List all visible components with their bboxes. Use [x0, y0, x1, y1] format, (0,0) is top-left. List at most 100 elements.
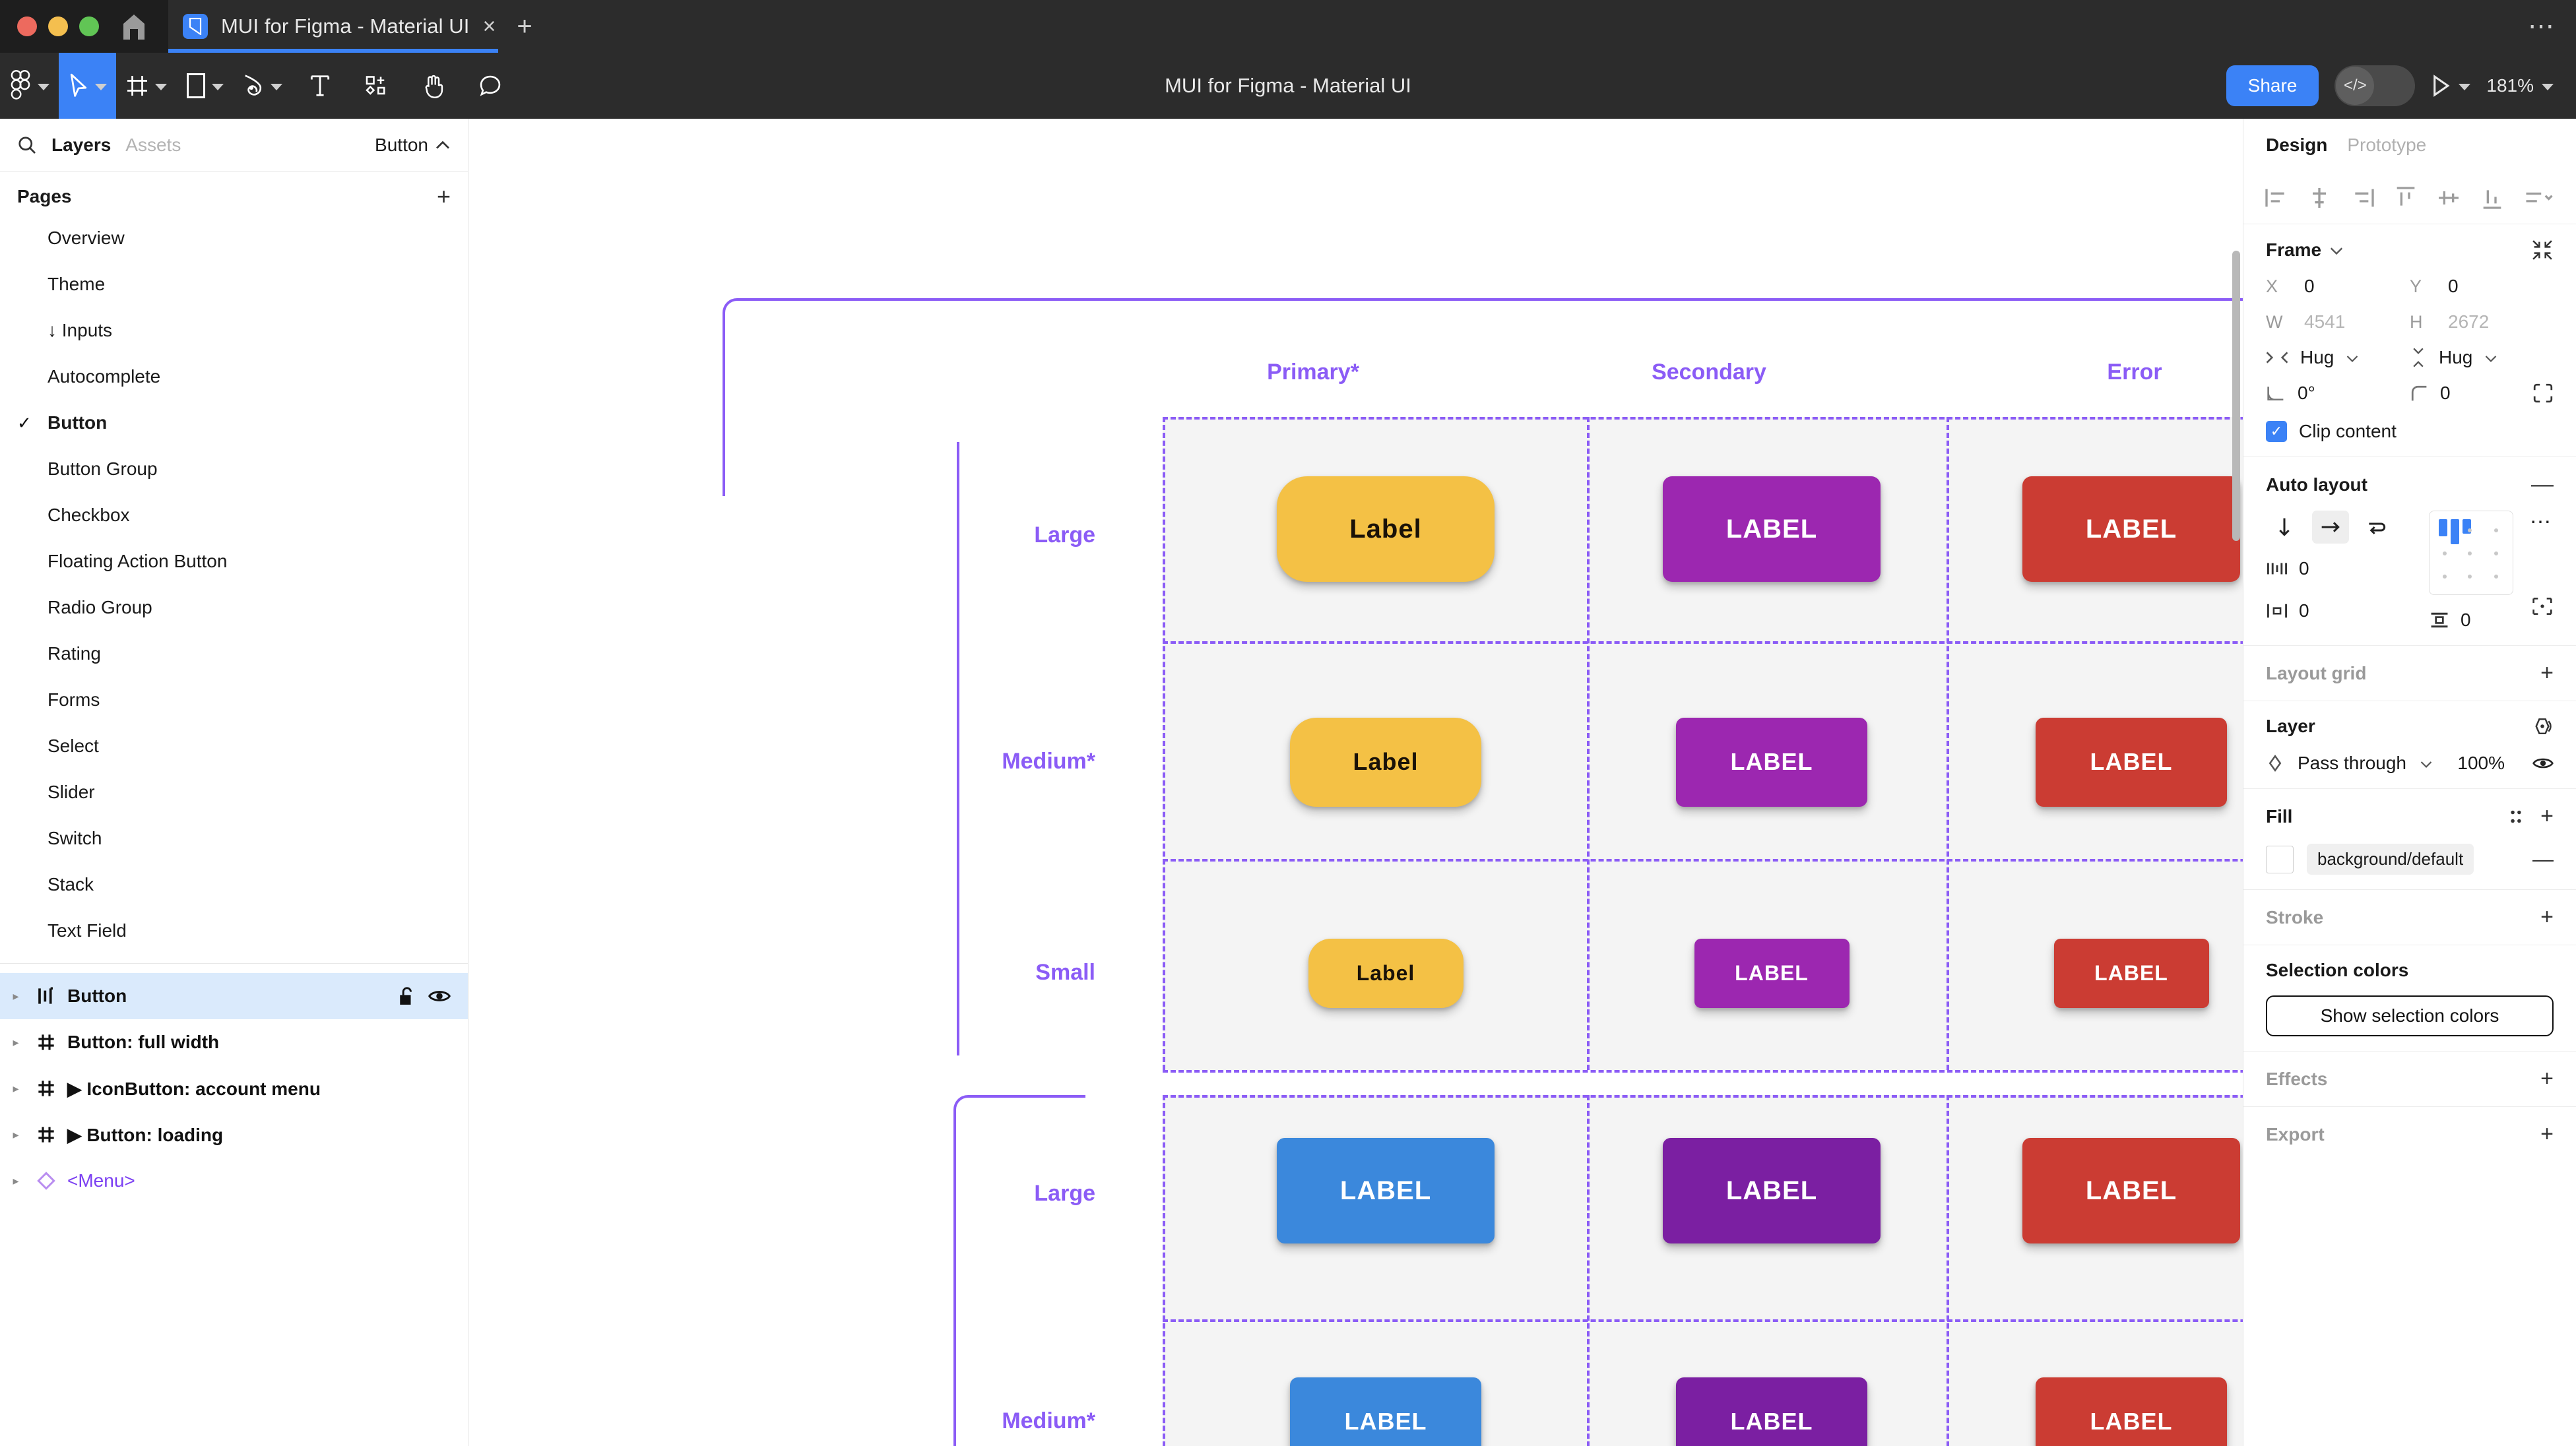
gap-value[interactable]: 0 — [2299, 558, 2309, 579]
layout-direction-vertical-button[interactable] — [2266, 511, 2303, 544]
button-medium-primary--1[interactable]: Label — [1290, 717, 1481, 807]
tab-layers[interactable]: Layers — [51, 134, 112, 155]
chevron-down-icon[interactable] — [95, 84, 107, 90]
expand-chevron-icon[interactable]: ▸ — [13, 1127, 19, 1141]
button-small-primary--2[interactable]: Label — [1308, 938, 1464, 1008]
comment-tool-button[interactable] — [462, 53, 519, 119]
align-horizontal-center-icon[interactable] — [2306, 185, 2333, 211]
chevron-down-icon[interactable] — [211, 84, 224, 90]
add-page-button[interactable]: + — [436, 182, 451, 210]
rotation-field[interactable]: 0° — [2266, 383, 2410, 404]
horizontal-padding-value[interactable]: 0 — [2299, 600, 2309, 621]
tab-assets[interactable]: Assets — [125, 134, 181, 155]
figma-canvas[interactable]: Contained Primary* Secondary Error Warni… — [468, 119, 2243, 1446]
layer-styles-icon[interactable] — [2531, 716, 2554, 736]
independent-corners-icon[interactable] — [2532, 383, 2554, 404]
layout-direction-horizontal-button[interactable] — [2312, 511, 2349, 544]
clip-content-checkbox[interactable]: ✓ — [2266, 421, 2287, 442]
align-top-icon[interactable] — [2393, 185, 2419, 211]
expand-chevron-icon[interactable]: ▸ — [13, 1035, 19, 1049]
add-layout-grid-button[interactable]: + — [2540, 660, 2554, 685]
resources-tool-button[interactable] — [348, 53, 405, 119]
canvas-scrollbar[interactable] — [2232, 251, 2240, 541]
move-tool-button[interactable] — [59, 53, 116, 119]
text-tool-button[interactable] — [292, 53, 348, 119]
close-window-button[interactable] — [17, 16, 37, 36]
page-item-button-group[interactable]: Button Group — [0, 446, 468, 492]
layer-item-button-loading[interactable]: ▸▶ Button: loading — [0, 1112, 468, 1158]
page-item-select[interactable]: Select — [0, 723, 468, 769]
page-selector[interactable]: Button — [375, 135, 451, 156]
page-item-text-field[interactable]: Text Field — [0, 908, 468, 954]
align-left-icon[interactable] — [2263, 185, 2290, 211]
add-export-button[interactable]: + — [2540, 1121, 2554, 1147]
button-medium-error-1[interactable]: LABEL — [2036, 717, 2227, 807]
button-small-secondary-2[interactable]: LABEL — [1694, 938, 1850, 1008]
add-effect-button[interactable]: + — [2540, 1066, 2554, 1091]
fill-token-name[interactable]: background/default — [2307, 844, 2474, 875]
align-vertical-center-icon[interactable] — [2435, 185, 2462, 211]
chevron-down-icon[interactable] — [2329, 245, 2344, 255]
frame-tool-button[interactable] — [116, 53, 176, 119]
vertical-padding-value[interactable]: 0 — [2461, 610, 2471, 630]
page-item-forms[interactable]: Forms — [0, 677, 468, 723]
blend-mode-row[interactable]: Pass through 100% — [2266, 753, 2554, 774]
expand-chevron-icon[interactable]: ▸ — [13, 1081, 19, 1095]
button-medium-secondary-4[interactable]: LABEL — [1676, 1377, 1867, 1446]
chevron-down-icon[interactable] — [2542, 84, 2554, 90]
page-item-radio-group[interactable]: Radio Group — [0, 584, 468, 631]
fill-row[interactable]: background/default — — [2266, 844, 2554, 875]
close-icon[interactable]: × — [482, 14, 496, 39]
layer-item-button-full-width[interactable]: ▸Button: full width — [0, 1019, 468, 1065]
page-item-switch[interactable]: Switch — [0, 815, 468, 862]
button-large-secondary-0[interactable]: LABEL — [1663, 476, 1881, 582]
page-item-theme[interactable]: Theme — [0, 261, 468, 307]
page-item-rating[interactable]: Rating — [0, 631, 468, 677]
page-item-stack[interactable]: Stack — [0, 862, 468, 908]
button-large-primary--3[interactable]: LABEL — [1277, 1138, 1495, 1243]
h-field[interactable]: H 2672 — [2410, 311, 2554, 332]
remove-auto-layout-button[interactable]: — — [2531, 472, 2554, 497]
chevron-down-icon[interactable] — [271, 84, 282, 90]
advanced-layout-icon[interactable] — [2531, 596, 2554, 616]
clip-content-row[interactable]: ✓ Clip content — [2266, 421, 2554, 442]
button-large-error-3[interactable]: LABEL — [2022, 1138, 2240, 1243]
pen-tool-button[interactable] — [233, 53, 292, 119]
eye-icon[interactable] — [428, 988, 451, 1005]
fill-color-swatch[interactable] — [2266, 845, 2294, 873]
distribute-icon[interactable] — [2522, 185, 2556, 211]
page-item-inputs[interactable]: ↓ Inputs — [0, 307, 468, 354]
collapse-arrows-icon[interactable] — [2531, 239, 2554, 261]
maximize-window-button[interactable] — [79, 16, 99, 36]
minimize-window-button[interactable] — [48, 16, 68, 36]
eye-icon[interactable] — [2532, 755, 2554, 771]
chevron-down-icon[interactable] — [2484, 354, 2497, 362]
expand-chevron-icon[interactable]: ▸ — [13, 1174, 19, 1187]
new-tab-button[interactable]: + — [517, 11, 532, 41]
page-item-button[interactable]: ✓Button — [0, 400, 468, 446]
button-medium-error-4[interactable]: LABEL — [2036, 1377, 2227, 1446]
page-item-autocomplete[interactable]: Autocomplete — [0, 354, 468, 400]
button-small-error-2[interactable]: LABEL — [2053, 938, 2209, 1008]
button-medium-secondary-1[interactable]: LABEL — [1676, 717, 1867, 807]
page-item-checkbox[interactable]: Checkbox — [0, 492, 468, 538]
button-large-secondary-3[interactable]: LABEL — [1663, 1138, 1881, 1243]
zoom-control[interactable]: 181% — [2486, 75, 2554, 96]
w-field[interactable]: W 4541 — [2266, 311, 2410, 332]
dev-mode-toggle[interactable]: </> — [2334, 65, 2416, 106]
remove-fill-button[interactable]: — — [2532, 847, 2554, 871]
page-item-floating-action-button[interactable]: Floating Action Button — [0, 538, 468, 584]
layer-item--menu-[interactable]: ▸<Menu> — [0, 1158, 468, 1204]
align-right-icon[interactable] — [2350, 185, 2376, 211]
show-selection-colors-button[interactable]: Show selection colors — [2266, 995, 2554, 1036]
align-bottom-icon[interactable] — [2479, 185, 2505, 211]
home-icon[interactable] — [99, 0, 168, 53]
chevron-down-icon[interactable] — [38, 84, 49, 90]
chevron-down-icon[interactable] — [155, 84, 167, 90]
alignment-grid[interactable] — [2429, 511, 2513, 595]
opacity-value[interactable]: 100% — [2457, 753, 2505, 773]
x-field[interactable]: X 0 — [2266, 276, 2410, 297]
add-stroke-button[interactable]: + — [2540, 904, 2554, 929]
y-field[interactable]: Y 0 — [2410, 276, 2554, 297]
hand-tool-button[interactable] — [405, 53, 462, 119]
